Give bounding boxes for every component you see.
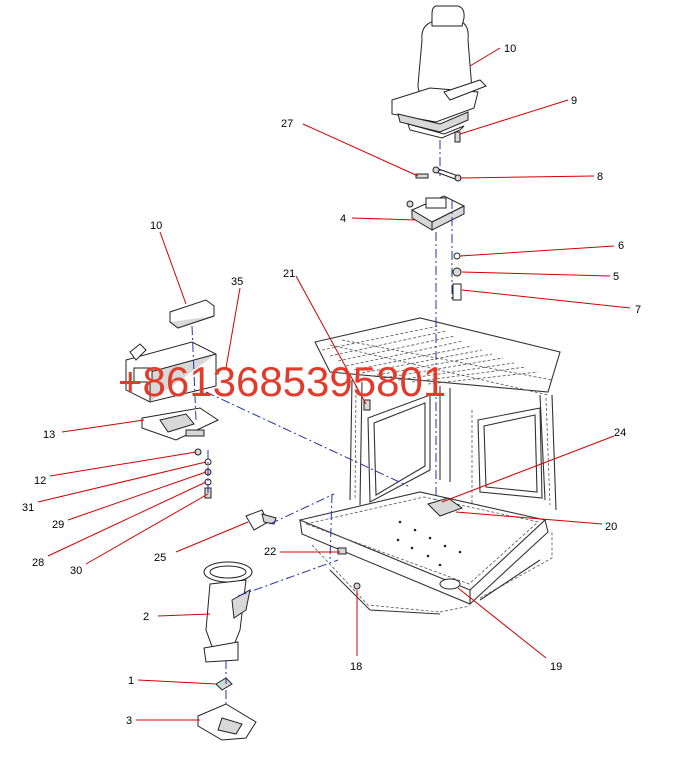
floor-items	[337, 399, 464, 590]
console-bracket	[141, 407, 220, 441]
callout-6: 6	[618, 240, 624, 252]
callout-35: 35	[231, 276, 243, 288]
steering-column	[203, 561, 253, 663]
control-box	[125, 341, 217, 403]
seat	[391, 5, 487, 139]
callout-28: 28	[32, 557, 44, 569]
callout-labels: 10 9 27 8 4 6 5 7 10 35 21 13 12 31 29 2…	[22, 43, 641, 727]
callout-22: 22	[264, 546, 276, 558]
callout-31: 31	[22, 502, 34, 514]
callout-13: 13	[43, 429, 55, 441]
callout-21: 21	[283, 268, 295, 280]
callout-2: 2	[143, 611, 149, 623]
assembly-center-lines	[191, 140, 453, 706]
callout-9: 9	[571, 95, 577, 107]
leader-lines	[37, 47, 631, 721]
pedal-parts	[197, 677, 257, 741]
phone-watermark: +8613685395801	[118, 358, 446, 405]
armrest	[169, 299, 215, 329]
callout-20: 20	[605, 521, 617, 533]
callout-10: 10	[504, 43, 516, 55]
callout-27: 27	[281, 118, 293, 130]
latch	[245, 509, 277, 531]
callout-5: 5	[613, 271, 619, 283]
callout-19: 19	[550, 661, 562, 673]
callout-11: 10	[150, 220, 162, 232]
callout-18: 18	[350, 661, 362, 673]
callout-8: 8	[597, 171, 603, 183]
seat-mounting-plate	[406, 195, 466, 231]
callout-30: 30	[70, 565, 82, 577]
callout-1: 1	[128, 675, 134, 687]
callout-7: 7	[635, 304, 641, 316]
callout-24: 24	[614, 427, 626, 439]
callout-25: 25	[154, 552, 166, 564]
callout-3: 3	[126, 715, 132, 727]
callout-29: 29	[52, 519, 64, 531]
fasteners-seat	[415, 131, 462, 301]
callout-4: 4	[340, 213, 346, 225]
callout-12: 12	[34, 475, 46, 487]
